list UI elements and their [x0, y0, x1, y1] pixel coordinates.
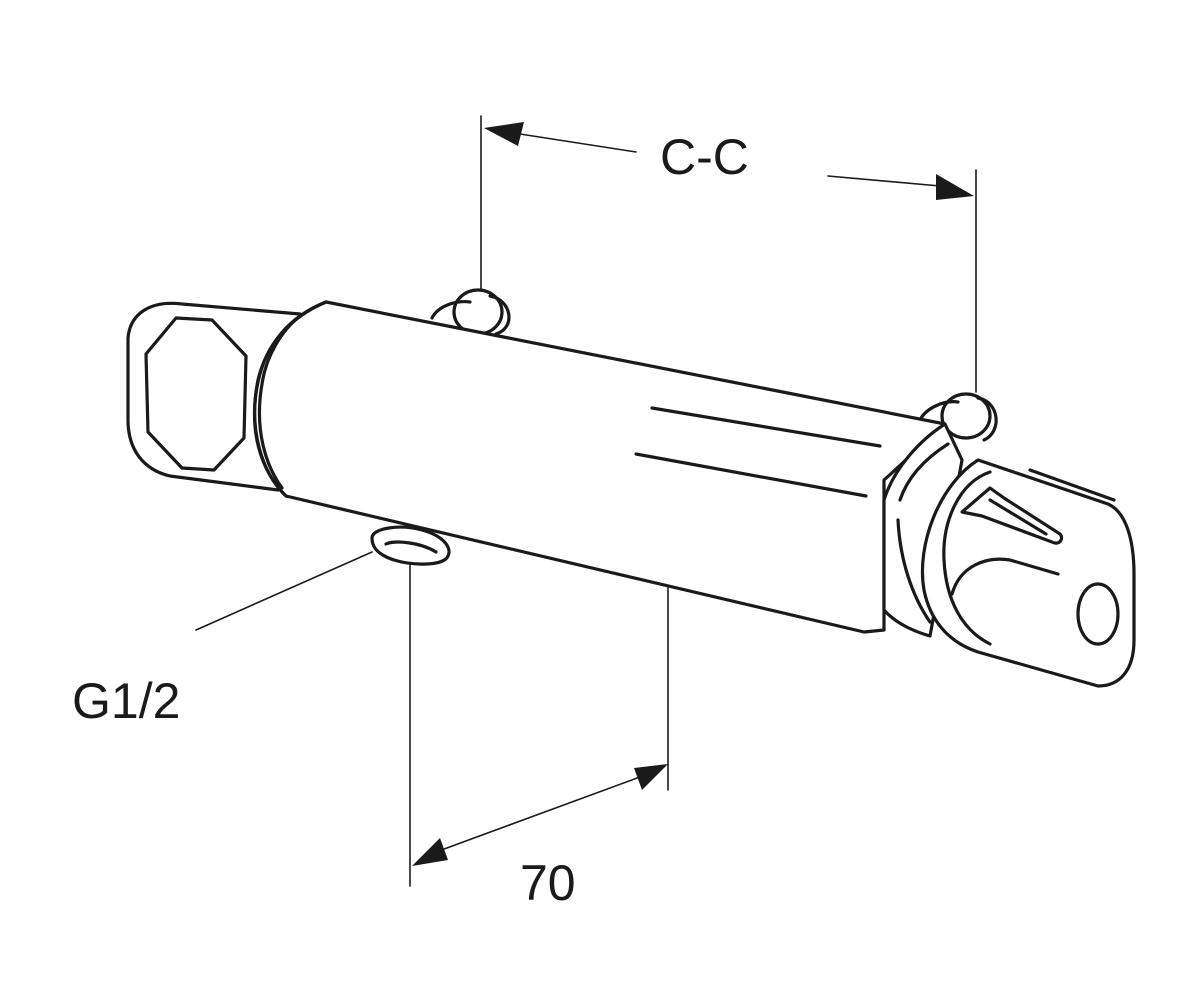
bottom-connection [370, 525, 451, 566]
body-groove-lower [634, 452, 868, 498]
offset-arrowhead-right [634, 764, 668, 790]
cc-dimension-arrows [484, 122, 974, 200]
offset-dimension-label: 70 [520, 855, 576, 911]
cc-arrowhead-left [484, 122, 524, 146]
top-inlet-right [918, 392, 998, 442]
valve-body [252, 300, 947, 634]
thread-leader-line [195, 551, 373, 631]
knob-indicator-slot [960, 486, 1064, 545]
offset-arrowhead-left [412, 838, 448, 866]
thermostat-knob [920, 458, 1136, 688]
body-groove-upper [650, 406, 882, 448]
collar-ring [882, 422, 964, 638]
offset-dimension-arrows [412, 764, 668, 866]
cc-arrowhead-right [936, 174, 974, 200]
extension-lines [195, 115, 977, 887]
cc-dimension-label: C-C [660, 129, 749, 185]
thread-size-label: G1/2 [72, 673, 180, 729]
knob-hole [1076, 582, 1120, 646]
